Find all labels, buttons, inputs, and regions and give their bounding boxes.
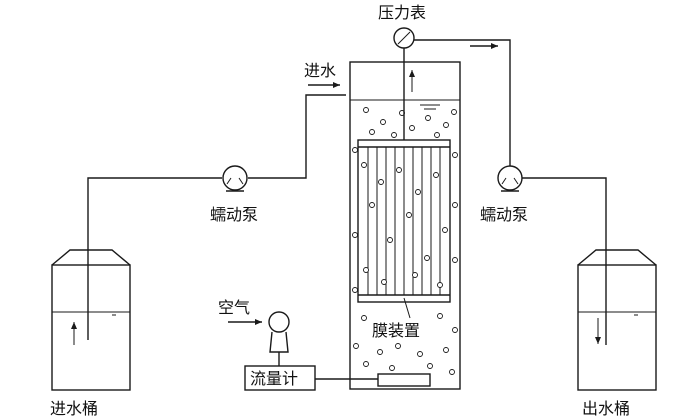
air-bubbles bbox=[352, 107, 458, 375]
pressure-gauge-label: 压力表 bbox=[378, 3, 426, 22]
outlet-pipe bbox=[414, 39, 607, 345]
right-pump-label: 蠕动泵 bbox=[480, 205, 528, 224]
left-peristaltic-pump bbox=[222, 165, 248, 192]
outlet-tank-label: 出水桶 bbox=[582, 399, 630, 418]
flowmeter-label: 流量计 bbox=[250, 369, 298, 388]
inlet-tank bbox=[51, 249, 131, 391]
reactor-tank bbox=[349, 61, 461, 390]
left-pump-label: 蠕动泵 bbox=[210, 205, 258, 224]
air-pump bbox=[268, 311, 290, 353]
membrane-leader-line bbox=[403, 297, 411, 319]
aerator bbox=[377, 373, 431, 387]
water-in-label: 进水 bbox=[304, 61, 336, 80]
right-peristaltic-pump bbox=[497, 165, 523, 192]
air-label: 空气 bbox=[218, 298, 250, 317]
membrane-label: 膜装置 bbox=[372, 321, 420, 340]
flowmeter bbox=[244, 365, 316, 391]
inlet-tank-label: 进水桶 bbox=[50, 399, 98, 418]
membrane-module bbox=[357, 139, 451, 303]
outlet-tank bbox=[577, 249, 657, 391]
inlet-pipe bbox=[87, 94, 346, 340]
